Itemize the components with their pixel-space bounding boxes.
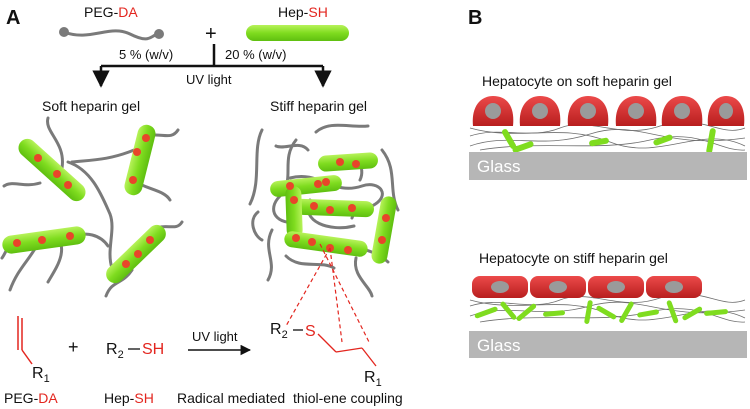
caption-hep-sh: Hep-SH [104, 390, 154, 406]
stiff-gel-hepatocyte-panel: Hepatocyte on stiff heparin gel [469, 250, 747, 358]
left-concentration: 5 % (w/v) [119, 47, 173, 62]
soft-gel-label: Soft heparin gel [42, 98, 140, 114]
hep-sh-label: Hep-SH [278, 4, 328, 20]
sh-group: SH [142, 341, 164, 358]
stiff-gel-network [248, 123, 400, 345]
top-plus: + [205, 23, 217, 45]
uv-light-label: UV light [186, 72, 232, 87]
panel-b-letter: B [468, 7, 482, 29]
product-r2: R2 [270, 321, 288, 341]
glass-label-soft: Glass [477, 157, 520, 176]
stiff-gel-title: Hepatocyte on stiff heparin gel [479, 250, 668, 266]
right-concentration: 20 % (w/v) [225, 47, 286, 62]
reaction-uv-label: UV light [192, 329, 238, 344]
stiff-gel-label: Stiff heparin gel [270, 98, 367, 114]
product-r1: R1 [364, 369, 382, 389]
soft-gel-title: Hepatocyte on soft heparin gel [482, 73, 672, 89]
soft-gel-network [0, 116, 184, 298]
reaction-scheme: R1 + R2 SH UV light R2 S R1 PEG-DA Hep-S… [4, 316, 403, 406]
glass-slide-soft [469, 152, 747, 180]
panel-a-letter: A [6, 7, 20, 29]
peg-da-molecule [59, 27, 164, 41]
product-s: S [305, 323, 316, 340]
hep-sh-rod [246, 25, 349, 41]
r1-group: R1 [32, 365, 50, 385]
branch-arrows [92, 44, 332, 88]
glass-slide-stiff [469, 331, 747, 358]
glass-label-stiff: Glass [477, 336, 520, 355]
soft-gel-hepatocyte-panel: Hepatocyte on soft heparin gel Glass [469, 73, 747, 180]
peg-da-label: PEG-DA [84, 4, 138, 20]
r2-group: R2 [106, 341, 124, 361]
caption-coupling: Radical mediated thiol-ene coupling [177, 390, 403, 406]
caption-peg-da: PEG-DA [4, 390, 58, 406]
reaction-plus: + [68, 337, 79, 357]
